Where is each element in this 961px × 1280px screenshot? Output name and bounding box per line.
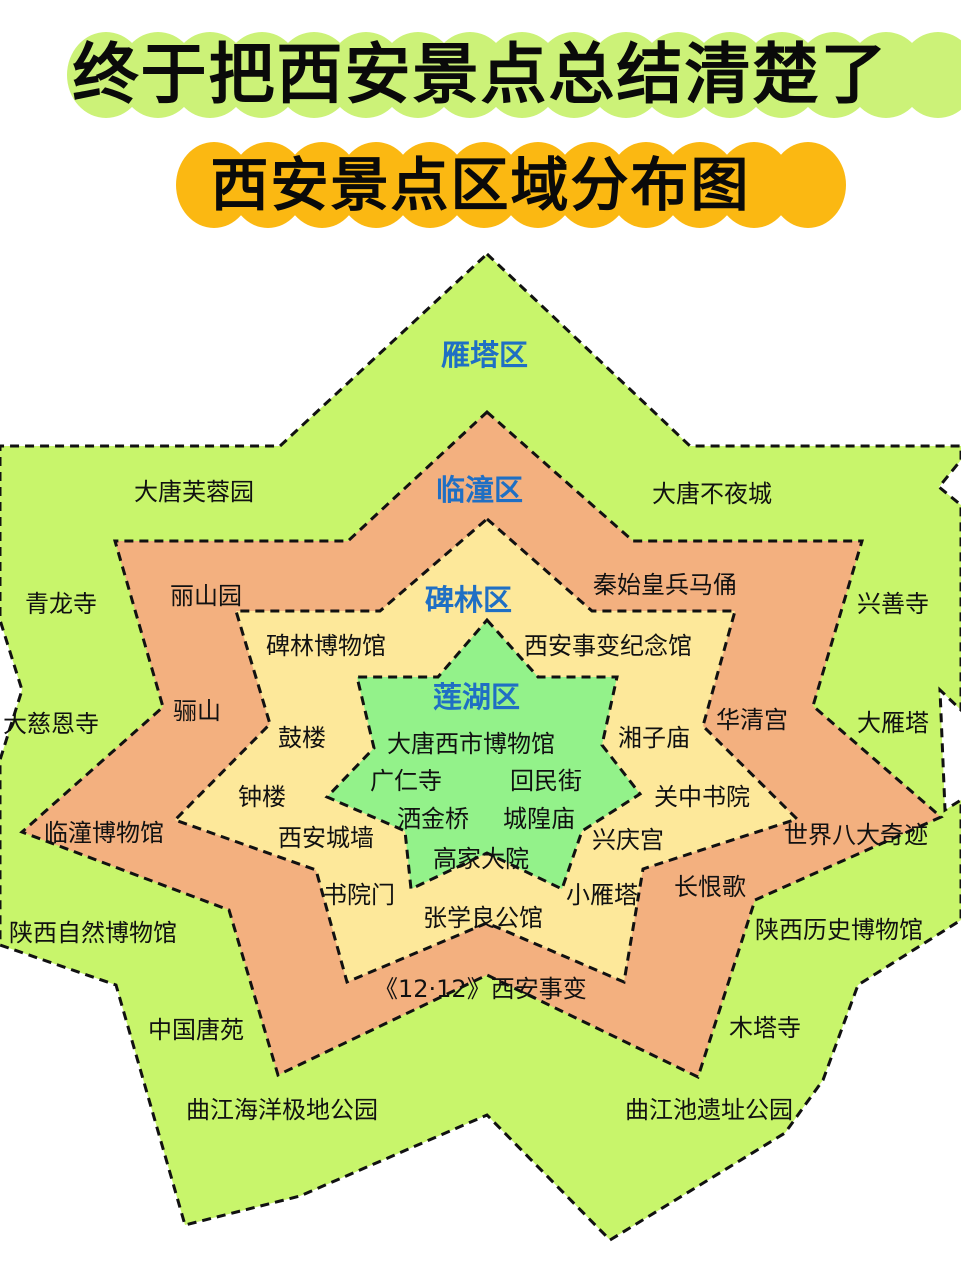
district-label-beilin: 碑林区 — [425, 583, 513, 617]
spot-label: 木塔寺 — [729, 1014, 801, 1042]
spot-label: 关中书院 — [654, 783, 750, 811]
spot-label: 世界八大奇迹 — [784, 821, 928, 849]
spot-label: 碑林博物馆 — [266, 632, 386, 660]
spot-label: 丽山园 — [170, 582, 242, 610]
spot-label: 回民街 — [510, 767, 582, 795]
title-bubbles — [66, 32, 961, 118]
page-subtitle: 西安景点区域分布图 — [210, 151, 751, 219]
spot-label: 骊山 — [173, 697, 221, 725]
spot-label: 青龙寺 — [25, 590, 97, 618]
spot-label: 湘子庙 — [618, 724, 690, 752]
spot-label: 长恨歌 — [674, 873, 746, 901]
spot-label: 鼓楼 — [278, 724, 326, 752]
spot-label: 临潼博物馆 — [44, 819, 164, 847]
spot-label: 中国唐苑 — [148, 1016, 244, 1044]
district-label-lintong: 临潼区 — [436, 473, 524, 507]
spot-label: 城隍庙 — [503, 805, 575, 833]
spot-label: 大雁塔 — [857, 709, 929, 737]
page-title: 终于把西安景点总结清楚了 — [72, 36, 889, 113]
spot-label: 大唐西市博物馆 — [387, 730, 555, 758]
spot-label: 兴庆宫 — [592, 826, 664, 854]
title-banner: 终于把西安景点总结清楚了 — [0, 32, 961, 118]
subtitle-banner: 西安景点区域分布图 — [0, 142, 961, 228]
spot-label: 钟楼 — [238, 783, 286, 811]
spot-label: 广仁寺 — [370, 767, 442, 795]
spot-label: 曲江海洋极地公园 — [186, 1096, 378, 1124]
spot-label: 华清宫 — [716, 706, 788, 734]
region-lianhu — [324, 617, 643, 892]
district-label-yanta: 雁塔区 — [441, 338, 529, 372]
spot-label: 《12·12》西安事变 — [374, 975, 587, 1003]
spot-label: 曲江池遗址公园 — [625, 1096, 793, 1124]
spot-label: 陕西自然博物馆 — [9, 919, 177, 947]
spot-label: 张学良公馆 — [423, 904, 543, 932]
spot-label: 书院门 — [323, 881, 395, 909]
spot-label: 洒金桥 — [397, 805, 469, 833]
spot-label: 小雁塔 — [566, 881, 638, 909]
spot-label: 大唐不夜城 — [652, 480, 772, 508]
spot-label: 大慈恩寺 — [3, 710, 99, 738]
subtitle-bubbles — [176, 142, 847, 228]
spot-label: 秦始皇兵马俑 — [593, 571, 737, 599]
spot-label: 西安城墙 — [278, 824, 374, 852]
spot-label: 大唐芙蓉园 — [134, 478, 254, 506]
spot-label: 西安事变纪念馆 — [524, 632, 692, 660]
spot-label: 兴善寺 — [857, 590, 929, 618]
spot-label: 陕西历史博物馆 — [755, 916, 923, 944]
spot-label: 高家大院 — [433, 845, 529, 873]
district-label-lianhu: 莲湖区 — [433, 680, 521, 714]
